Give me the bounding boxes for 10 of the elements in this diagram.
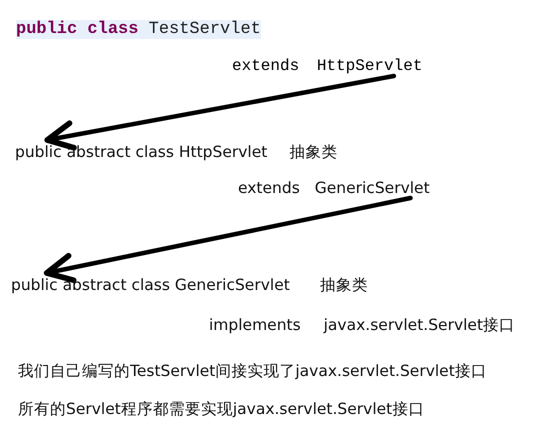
class-text: extends GenericServlet xyxy=(238,179,430,197)
code-text: extends HttpServlet xyxy=(232,57,422,75)
arrow xyxy=(44,74,396,151)
note-text: 我们自己编写的TestServlet间接实现了javax.servlet.Servlet接口 xyxy=(18,361,487,382)
note-text: 抽象类 xyxy=(289,143,338,161)
note-text: 所有的Servlet程序都需要实现javax.servlet.Servlet接口 xyxy=(18,399,424,420)
interface-note: implements javax.servlet.Servlet接口 xyxy=(209,315,516,336)
class-text: public abstract class GenericServlet xyxy=(11,276,290,294)
arrow xyxy=(44,196,413,283)
note-text: 抽象类 xyxy=(320,276,368,294)
